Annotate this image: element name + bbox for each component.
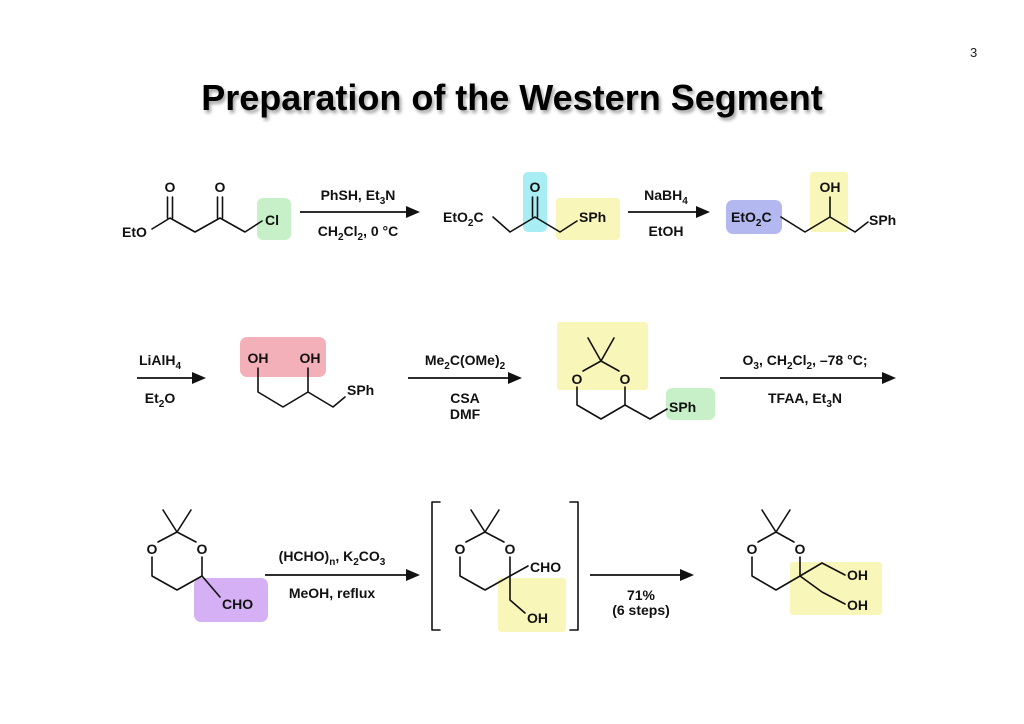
- atom-label: CHO: [530, 559, 561, 575]
- atom-label: O: [147, 541, 158, 557]
- highlight-chloride: [257, 198, 291, 240]
- reagents-below-2: DMF: [450, 406, 481, 422]
- reaction-arrow-6: (HCHO)n, K2CO3 MeOH, reflux: [265, 548, 420, 601]
- atom-label: OH: [300, 350, 321, 366]
- reagents-above: (HCHO)n, K2CO3: [279, 548, 386, 568]
- atom-label: EtO: [122, 224, 147, 240]
- slide-title: Preparation of the Western Segment: [201, 77, 822, 118]
- right-bracket: [569, 501, 579, 631]
- molecule-hydroxy-ester: EtO2C OH SPh: [731, 179, 896, 233]
- molecule-hydroxymethyl-aldehyde-intermediate: O O CHO OH: [431, 501, 579, 631]
- reaction-arrow-7: 71% (6 steps): [590, 569, 694, 618]
- reaction-arrow-2: NaBH4 EtOH: [628, 187, 710, 239]
- highlight-alcohol: [810, 172, 848, 232]
- highlight-bis-hydroxymethyl: [790, 562, 882, 615]
- atom-label: O: [197, 541, 208, 557]
- atom-label: SPh: [347, 382, 374, 398]
- reagents-below: EtOH: [649, 223, 684, 239]
- reagents-above: Me2C(OMe)2: [425, 352, 506, 372]
- reagents-below: CH2Cl2, 0 °C: [318, 223, 399, 243]
- atom-label: O: [530, 179, 541, 195]
- reaction-arrow-5: O3, CH2Cl2, –78 °C; TFAA, Et3N: [720, 352, 896, 410]
- atom-label: EtO2C: [731, 209, 772, 229]
- atom-label: OH: [527, 610, 548, 626]
- molecule-acetonide-aldehyde: O O CHO: [147, 509, 253, 612]
- reagents-above: O3, CH2Cl2, –78 °C;: [743, 352, 868, 372]
- atom-label: SPh: [869, 212, 896, 228]
- atom-label: OH: [820, 179, 841, 195]
- atom-label: O: [795, 541, 806, 557]
- atom-label: O: [572, 371, 583, 387]
- atom-label: Cl: [265, 212, 279, 228]
- molecule-keto-sulfide: EtO2C O SPh: [443, 179, 606, 233]
- reagents-above: PhSH, Et3N: [321, 187, 396, 207]
- atom-label: OH: [847, 567, 868, 583]
- left-bracket: [431, 501, 441, 631]
- highlight-diol: [240, 337, 326, 377]
- highlight-sulfide-2: [666, 388, 715, 420]
- highlight-hydroxymethyl: [498, 578, 566, 632]
- reagents-below: Et2O: [145, 390, 176, 410]
- atom-label: OH: [847, 597, 868, 613]
- atom-label: O: [165, 179, 176, 195]
- reaction-arrow-1: PhSH, Et3N CH2Cl2, 0 °C: [300, 187, 420, 243]
- reagents-above: LiAlH4: [139, 352, 182, 372]
- atom-label: O: [455, 541, 466, 557]
- highlight-acetonide: [557, 322, 648, 390]
- reaction-arrow-3: LiAlH4 Et2O: [137, 352, 206, 410]
- molecule-diol: OH OH SPh: [248, 350, 374, 408]
- molecule-ethyl-chloroacetoacetate: EtO O O Cl: [122, 179, 279, 240]
- page-number: 3: [970, 45, 977, 60]
- atom-label: SPh: [669, 399, 696, 415]
- reagents-below: TFAA, Et3N: [768, 390, 842, 410]
- atom-label: OH: [248, 350, 269, 366]
- atom-label: O: [747, 541, 758, 557]
- reagents-below: MeOH, reflux: [289, 585, 376, 601]
- reagents-above: NaBH4: [644, 187, 688, 207]
- highlight-sulfide: [556, 198, 620, 240]
- highlight-ester: [726, 200, 782, 234]
- highlight-ketone: [523, 172, 547, 232]
- molecule-acetonide-sulfide: O O SPh: [572, 337, 696, 420]
- steps-count-label: (6 steps): [612, 602, 670, 618]
- reaction-arrow-4: Me2C(OMe)2 CSA DMF: [408, 352, 522, 422]
- reagents-below: CSA: [450, 390, 480, 406]
- molecule-bis-hydroxymethyl-acetonide: O O OH OH: [747, 509, 868, 613]
- atom-label: O: [215, 179, 226, 195]
- yield-label: 71%: [627, 587, 656, 603]
- atom-label: EtO2C: [443, 209, 484, 229]
- atom-label: O: [620, 371, 631, 387]
- atom-label: CHO: [222, 596, 253, 612]
- atom-label: SPh: [579, 209, 606, 225]
- atom-label: O: [505, 541, 516, 557]
